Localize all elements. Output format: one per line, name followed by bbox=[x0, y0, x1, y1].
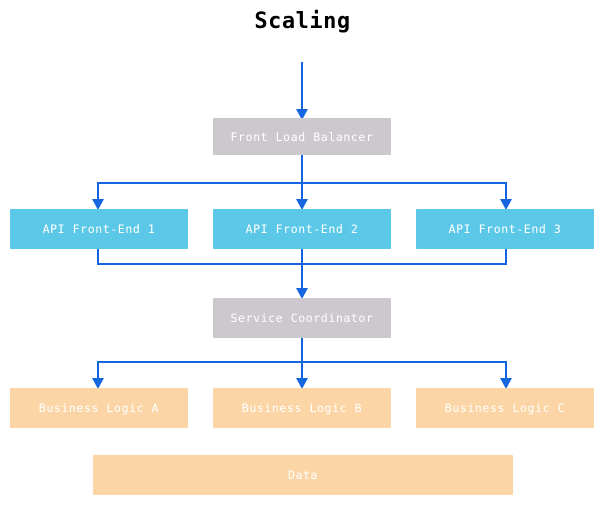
node-api-front-end-3[interactable]: API Front-End 3 bbox=[416, 209, 594, 249]
diagram-title: Scaling bbox=[254, 9, 351, 34]
node-data[interactable]: Data bbox=[93, 455, 513, 495]
node-api-front-end-1[interactable]: API Front-End 1 bbox=[10, 209, 188, 249]
node-api-front-end-2[interactable]: API Front-End 2 bbox=[213, 209, 391, 249]
node-business-logic-c[interactable]: Business Logic C bbox=[416, 388, 594, 428]
node-front-load-balancer[interactable]: Front Load Balancer bbox=[213, 118, 391, 155]
node-business-logic-a[interactable]: Business Logic A bbox=[10, 388, 188, 428]
edge-balancer-to-api-fanout bbox=[92, 155, 512, 210]
edge-coordinator-to-business-fanout bbox=[92, 338, 512, 389]
edge-inbound-to-balancer bbox=[296, 62, 308, 120]
node-business-logic-b[interactable]: Business Logic B bbox=[213, 388, 391, 428]
node-service-coordinator[interactable]: Service Coordinator bbox=[213, 298, 391, 338]
edge-api-to-coordinator-merge bbox=[97, 249, 507, 299]
